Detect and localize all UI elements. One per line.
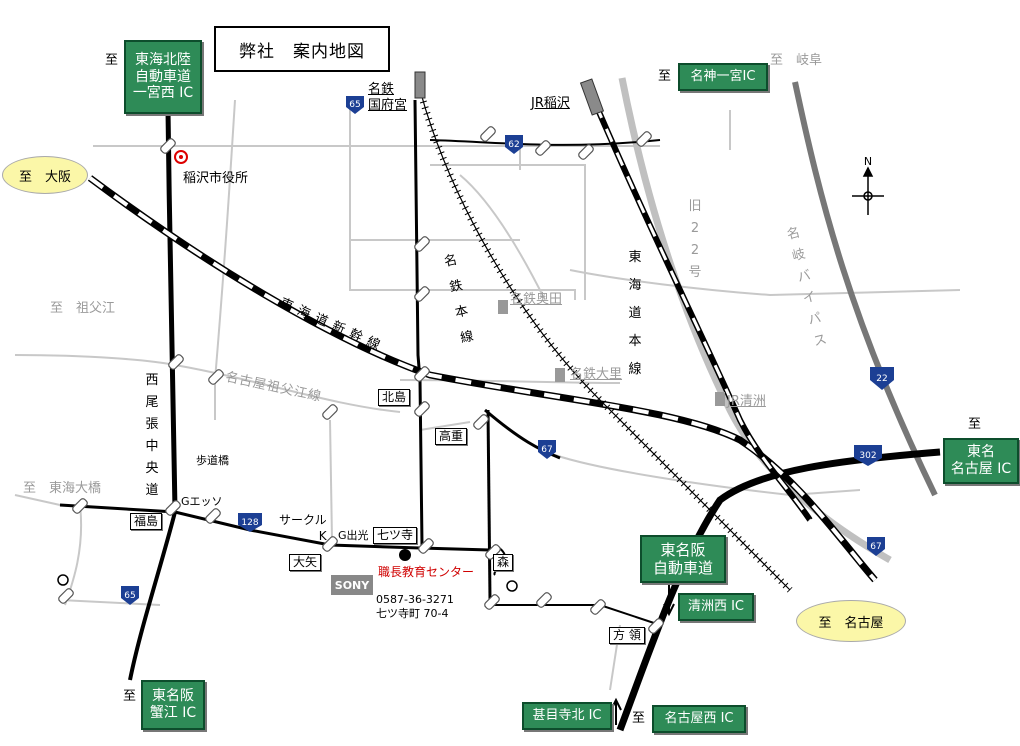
to-label-tokai-hokuriku: 至 (105, 53, 119, 68)
route-22-shield (870, 367, 894, 390)
page-title: 弊社 案内地図 (214, 26, 390, 72)
company-phone: 0587-36-3271 (376, 593, 454, 606)
major-roads (59, 99, 661, 681)
sign-tomeihan: 東名阪 自動車道 (640, 535, 726, 583)
circle-k-label: サークル K (279, 513, 327, 543)
nagoya-oval: 至 名古屋 (796, 600, 906, 642)
route-128-shield (238, 513, 262, 532)
intersection-fukushima: 福島 (130, 513, 163, 531)
sign-meishin-ichinomiya: 名神一宮IC (678, 63, 768, 91)
to-gifu-label: 至 岐阜 (770, 53, 823, 68)
shinkansen-line (87, 175, 878, 583)
old-route-22 (618, 77, 892, 564)
compass-north-label: N (864, 155, 872, 168)
route-67-shield-mid (538, 440, 556, 459)
temple-mark-1 (57, 574, 69, 586)
company-marker (399, 549, 411, 561)
label-nishi-owari-chuodo: 西尾張中央道 (145, 373, 159, 498)
route-67-shield-east (867, 537, 885, 556)
route-shields (121, 96, 894, 605)
intersection-mori: 森 (493, 554, 514, 572)
station-jr-inazawa: JR稲沢 (531, 96, 570, 111)
sign-tomei-nagoya: 東名 名古屋 IC (943, 438, 1019, 484)
tokaido-line (593, 103, 813, 522)
city-hall-marker (174, 150, 188, 164)
osaka-oval: 至 大阪 (2, 156, 88, 194)
label-old-22: 旧22号 (688, 199, 702, 280)
route-67-east-text: 67 (870, 542, 881, 552)
route-65-shield-north (346, 96, 364, 114)
company-address: 七ツ寺町 70-4 (376, 607, 449, 620)
station-kounomiya: 名鉄 国府宮 (368, 82, 408, 113)
to-tokai-ohashi-label: 至 東海大橋 (23, 481, 102, 496)
intersection-takashige: 高重 (435, 428, 468, 446)
sign-kiyosu-nishi-ic: 清洲西 IC (678, 593, 754, 621)
station-markers (414, 71, 725, 406)
route-65-shield-south (121, 586, 139, 605)
minor-roads (14, 99, 961, 691)
g-esso-label: Gエッソ (181, 495, 223, 508)
sign-tokai-hokuriku: 東海北陸 自動車道 一宮西 IC (124, 40, 202, 114)
route-65-north-text: 65 (349, 100, 360, 110)
route-302-shield (854, 445, 882, 466)
intersection-nanatsudera: 七ツ寺 (373, 527, 418, 545)
meigi-bypass (792, 81, 938, 497)
route-128-text: 128 (241, 518, 258, 528)
sign-jimokuji-kita-ic: 甚目寺北 IC (522, 702, 612, 730)
arrow-kiyosu (663, 585, 675, 617)
meitetsu-line (416, 89, 793, 593)
sony-logo: SONY (331, 575, 373, 595)
intersection-kitajima: 北島 (378, 389, 411, 407)
route-62-shield (505, 135, 523, 154)
intersection-oya: 大矢 (289, 554, 322, 572)
route-22-text: 22 (876, 374, 887, 384)
to-label-kanie: 至 (123, 689, 137, 704)
g-idemitsu-label: G出光 (338, 529, 369, 542)
label-tokaido-line: 東海道本線 (628, 250, 642, 377)
company-name: 職長教育センター (378, 565, 475, 579)
signal-icons (58, 126, 664, 634)
temple-mark-2 (506, 580, 518, 592)
to-label-tomei: 至 (968, 417, 982, 432)
sign-nagoya-nishi-ic: 名古屋西 IC (652, 705, 746, 733)
route-62-text: 62 (508, 140, 519, 150)
to-label-nagoya-nishi: 至 (632, 711, 646, 726)
station-meitetsu-ozato: 名鉄大里 (570, 367, 623, 382)
to-label-meishin: 至 (658, 69, 672, 84)
intersection-kata: 方 領 (609, 627, 645, 645)
station-meitetsu-okuda: 名鉄奥田 (510, 292, 563, 307)
tomeihan-expressway (616, 448, 941, 732)
city-hall-marker-inner (179, 155, 183, 159)
route-67-mid-text: 67 (541, 445, 552, 455)
footbridge-label: 歩道橋 (196, 454, 229, 467)
station-jr-kiyosu: JR清洲 (727, 394, 766, 409)
to-sofue-label: 至 祖父江 (50, 301, 116, 316)
city-hall-label: 稲沢市役所 (183, 171, 249, 186)
route-302-text: 302 (859, 451, 876, 461)
route-65-south-text: 65 (124, 591, 135, 601)
sign-kanie-ic: 東名阪 蟹江 IC (141, 680, 205, 730)
arrow-jimokuji (610, 697, 622, 725)
compass-icon (852, 166, 884, 215)
